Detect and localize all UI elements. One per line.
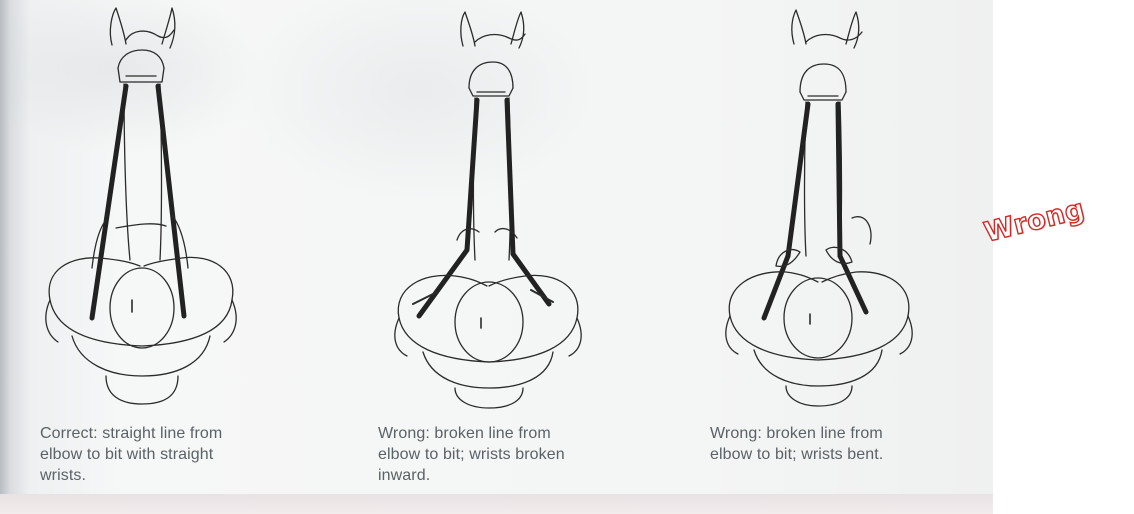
caption-wrists-bent: Wrong: broken line from elbow to bit; wr… — [710, 423, 883, 465]
illustration-wrists-broken-inward — [345, 0, 625, 410]
caption-line: Wrong: broken line from — [378, 423, 565, 444]
caption-line: wrists. — [40, 465, 222, 486]
caption-line: elbow to bit with straight — [40, 444, 222, 465]
scan-bottom-edge — [0, 494, 993, 514]
caption-line: elbow to bit; wrists broken — [378, 444, 565, 465]
caption-line: Wrong: broken line from — [710, 423, 883, 444]
caption-line: Correct: straight line from — [40, 423, 222, 444]
caption-line: elbow to bit; wrists bent. — [710, 444, 883, 465]
caption-line: inward. — [378, 465, 565, 486]
illustration-wrists-bent — [690, 0, 970, 410]
illustration-correct-hands — [20, 0, 300, 410]
wrong-stamp: Wrong — [981, 194, 1088, 249]
caption-wrists-broken-inward: Wrong: broken line from elbow to bit; wr… — [378, 423, 565, 486]
caption-correct: Correct: straight line from elbow to bit… — [40, 423, 222, 486]
